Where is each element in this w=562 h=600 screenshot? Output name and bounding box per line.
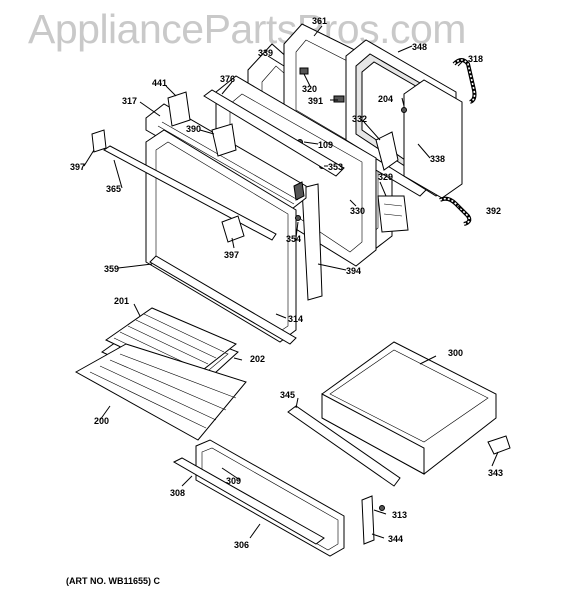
callout-300: 300 [448,348,463,358]
callout-332: 332 [352,114,367,124]
drawer-bracket-313 [361,495,375,545]
handle-cap-397 [221,215,245,243]
screw-204 [401,107,407,113]
clip-390 [211,123,237,157]
callout-330: 330 [350,206,365,216]
door-gasket-392 [439,196,472,226]
callout-339: 339 [258,48,273,58]
callout-204: 204 [378,94,393,104]
hinge-332 [375,131,399,171]
callout-391: 391 [308,96,323,106]
storage-drawer-300 [321,341,497,475]
callout-309: 309 [226,476,241,486]
callout-317: 317 [122,96,137,106]
callout-200: 200 [94,416,109,426]
oven-rack-200 [74,343,247,441]
hinge-329 [377,195,409,233]
callout-313: 313 [392,510,407,520]
callout-338: 338 [430,154,445,164]
callout-441: 441 [152,78,167,88]
hinge-clip [293,181,305,201]
callout-109: 109 [318,140,333,150]
bracket-441 [167,91,191,127]
callout-343: 343 [488,468,503,478]
door-frame-376 [203,89,345,177]
callout-320: 320 [302,84,317,94]
leader-lines [83,25,499,539]
drawer-handle-308 [172,457,325,545]
door-glass-338 [403,79,463,199]
drawer-slide-345 [287,405,401,487]
callout-390: 390 [186,124,201,134]
callout-201: 201 [114,296,129,306]
screw-354 [295,215,301,221]
callout-318: 318 [468,54,483,64]
clip-391 [333,95,345,103]
callout-labels: 361 348 318 339 320 441 376 391 204 317 … [70,16,503,550]
callout-308: 308 [170,488,185,498]
callout-365: 365 [106,184,121,194]
callout-376: 376 [220,74,235,84]
callout-353: 353 [328,162,343,172]
callout-394: 394 [346,266,361,276]
callout-361: 361 [312,16,327,26]
callout-397-top: 397 [70,162,85,172]
callout-345: 345 [280,390,295,400]
art-number: (ART NO. WB11655) C [66,576,161,586]
callout-397-door: 397 [224,250,239,260]
door-side-trim-394 [301,183,323,301]
watermark: AppliancePartsPros.com [28,6,466,52]
callout-344: 344 [388,534,403,544]
callout-329: 329 [378,172,393,182]
door-gasket-318 [452,58,477,104]
door-outer-panel-317 [145,103,307,213]
bottom-trim-359 [149,255,297,345]
end-cap-397 [91,129,107,153]
callout-354: 354 [286,234,301,244]
callout-359: 359 [104,264,119,274]
callout-306: 306 [234,540,249,550]
door-handle-365 [103,145,277,241]
drawer-glide-343 [487,435,511,455]
callout-314: 314 [288,314,303,324]
callout-202: 202 [250,354,265,364]
callout-348: 348 [412,42,427,52]
callout-392: 392 [486,206,501,216]
screw-320 [299,67,309,75]
screw-313 [379,505,385,511]
